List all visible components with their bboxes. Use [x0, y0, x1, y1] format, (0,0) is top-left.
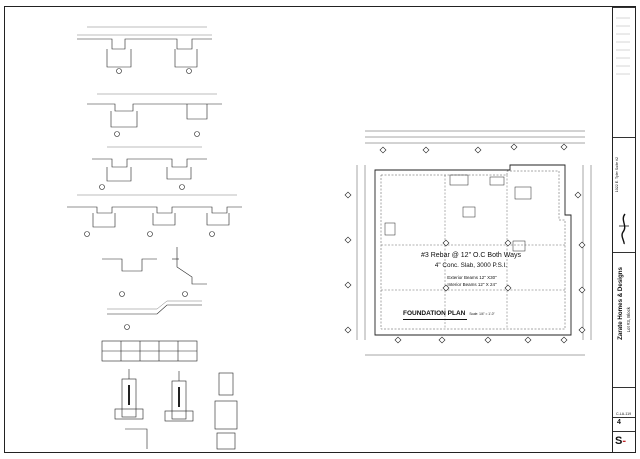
company-address: 1022 E. Tyler Suite #2 [615, 157, 619, 193]
slab-note: 4" Conc. Slab, 3000 P.S.I. [434, 262, 508, 269]
title-block-blank-cell [613, 387, 635, 409]
title-block-header [613, 7, 635, 137]
drawing-sheet: #3 Rebar @ 12" O.C Both Ways 4" Conc. Sl… [4, 6, 636, 453]
company-name: Zarate Homes & Designs [617, 267, 624, 340]
sheet-dash: - [622, 435, 627, 447]
page-number: 4 [617, 419, 621, 426]
rebar-note: #3 Rebar @ 12" O.C Both Ways [421, 252, 521, 259]
drawing-lines-icon [616, 17, 630, 75]
title-block: 1022 E. Tyler Suite #2 Zarate Homes & De… [612, 7, 635, 452]
foundation-plan-drawing [344, 130, 592, 356]
title-block-company-cell [613, 252, 635, 387]
foundation-details [67, 26, 242, 450]
exterior-beams-note: Exterior Beams 12" X30" [447, 275, 497, 280]
title-block-address-cell [613, 137, 635, 207]
company-logo-icon [619, 213, 629, 245]
title-block-sheet-cell [613, 431, 635, 452]
sheet-prefix: S [615, 435, 623, 447]
interior-beams-note: Interior Beams 12" X 24" [447, 282, 497, 287]
plan-title-text: FOUNDATION PLAN [403, 310, 466, 317]
title-block-page-cell [613, 417, 635, 431]
title-underline [403, 319, 467, 320]
sheet-code: C-LA-119 [616, 412, 632, 416]
sheet-label: S- [615, 435, 626, 447]
lot-label: Lot #3, Block [626, 307, 631, 333]
plan-scale: Scale: 1/4" = 1'-0" [469, 312, 495, 316]
